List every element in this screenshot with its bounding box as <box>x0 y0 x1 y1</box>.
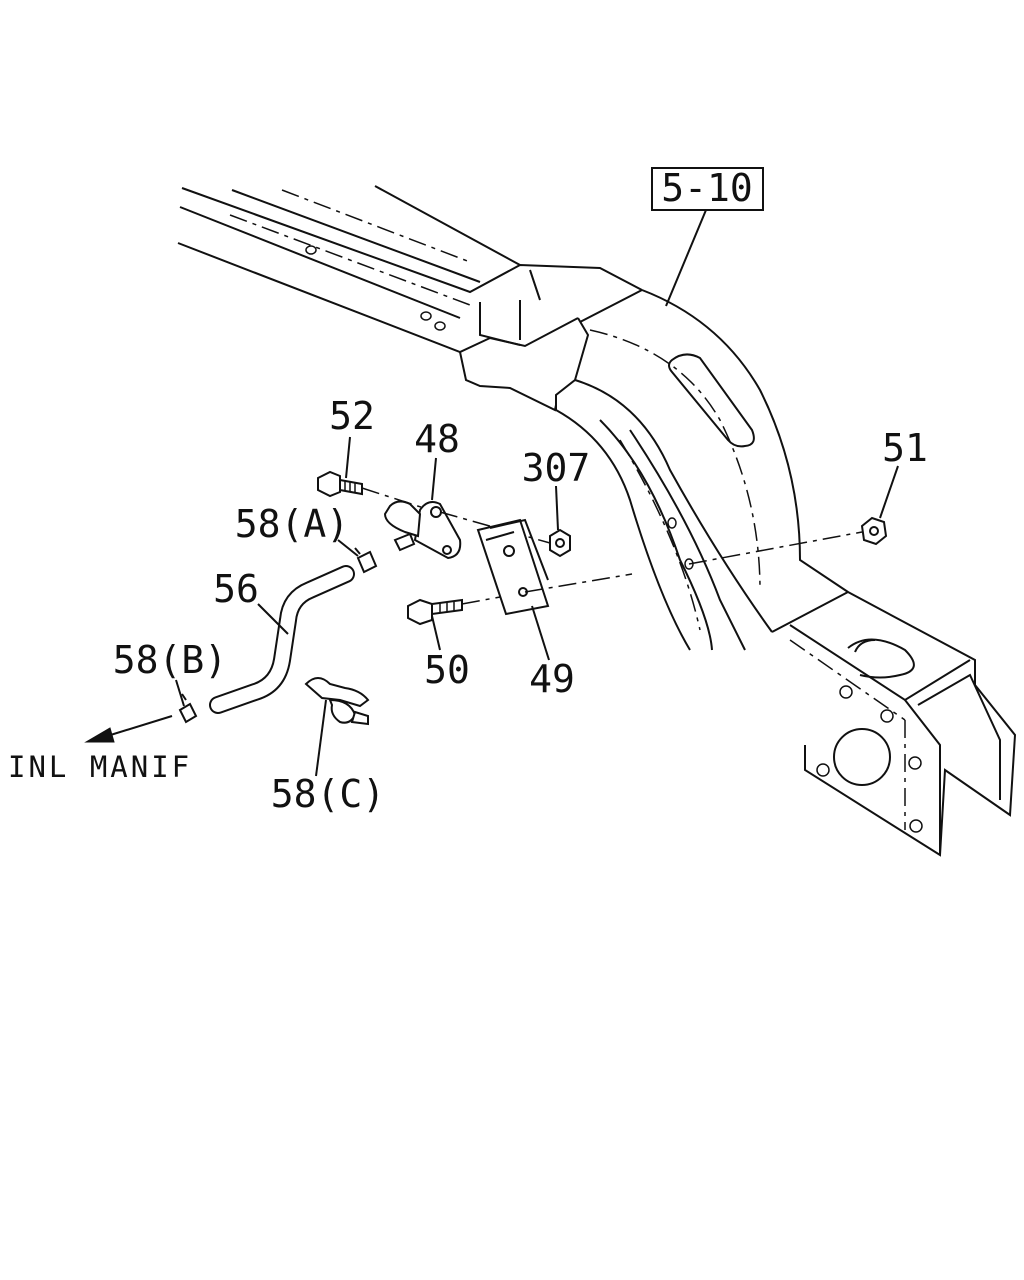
label-49: 49 <box>529 657 575 701</box>
bracket-48 <box>383 500 462 560</box>
label-58c: 58(C) <box>271 772 385 816</box>
label-48: 48 <box>414 417 460 461</box>
plate-49 <box>476 518 550 616</box>
label-50: 50 <box>424 648 470 692</box>
label-56: 56 <box>213 567 259 611</box>
direction-arrow <box>84 715 173 743</box>
label-52: 52 <box>329 394 375 438</box>
nut-307 <box>549 528 571 558</box>
reference-box-label: 5-10 <box>661 166 753 210</box>
label-58b: 58(B) <box>113 638 227 682</box>
label-51: 51 <box>882 426 928 470</box>
frame-rail <box>177 185 1017 857</box>
bolt-52 <box>317 470 363 498</box>
reference-box: 5-10 <box>651 166 764 307</box>
leader-lines <box>175 436 899 777</box>
label-58a: 58(A) <box>235 502 349 546</box>
hose-56 <box>209 565 355 714</box>
nut-51 <box>860 516 888 546</box>
bolt-50 <box>407 598 463 626</box>
clamp-58a <box>354 547 378 574</box>
label-307: 307 <box>522 446 591 490</box>
clip-58c <box>304 677 370 726</box>
clamp-58b <box>178 693 198 724</box>
direction-note: INL MANIF <box>8 750 192 784</box>
